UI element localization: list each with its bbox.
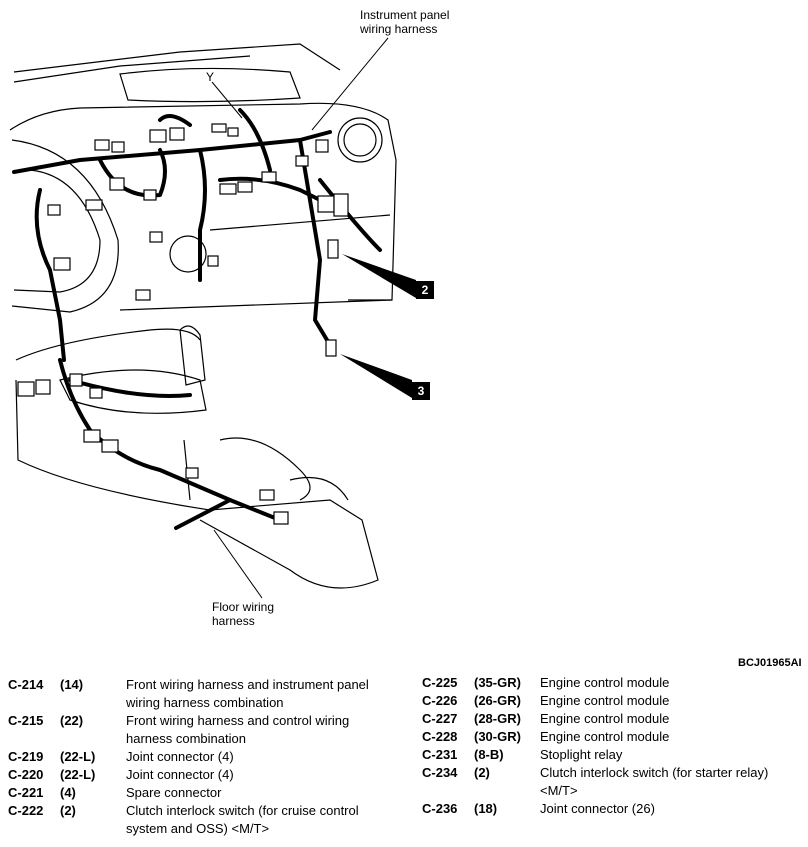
table-row: C-225 (35-GR) Engine control module: [422, 674, 780, 692]
connector-description: Engine control module: [540, 675, 670, 690]
callout-2: 2: [416, 281, 434, 299]
connector-table-left: C-214 (14) Front wiring harness and instru…: [8, 676, 381, 838]
pin-count: (30-GR): [474, 729, 521, 744]
table-row: C-215 (22) Front wiring harness and contro…: [8, 712, 381, 748]
y-marker-label: Y: [206, 70, 215, 84]
pin-count: (8-B): [474, 747, 504, 762]
wiring-diagram: [9, 37, 416, 599]
connector-description: Spare connector: [126, 785, 222, 800]
pin-count: (2): [60, 803, 76, 818]
table-row: C-227 (28-GR) Engine control module: [422, 710, 780, 728]
pin-count: (22): [60, 713, 84, 728]
connector-description: Joint connector (4): [126, 749, 234, 764]
connector-code: C-222: [8, 803, 44, 818]
pin-count: (18): [474, 801, 498, 816]
table-row: C-222 (2) Clutch interlock switch (for cru…: [8, 802, 381, 838]
connector-code: C-226: [422, 693, 458, 708]
connector-description: Engine control module: [540, 693, 670, 708]
connector-code: C-236: [422, 801, 458, 816]
connector-code: C-231: [422, 747, 458, 762]
connector-description: Front wiring harness and control wiring …: [126, 713, 350, 746]
connector-code: C-227: [422, 711, 458, 726]
connector-table-right: C-225 (35-GR) Engine control module C-226 (…: [422, 674, 780, 818]
table-row: C-221 (4) Spare connector: [8, 784, 381, 802]
callout-3: 3: [412, 382, 430, 400]
connector-code: C-225: [422, 675, 458, 690]
wiring-harness: [12, 108, 382, 530]
connectors: [17, 123, 349, 525]
table-row: C-231 (8-B) Stoplight relay: [422, 746, 780, 764]
connector-description: Clutch interlock switch (for starter rel…: [540, 765, 769, 798]
table-row: C-226 (26-GR) Engine control module: [422, 692, 780, 710]
connector-code: C-234: [422, 765, 458, 780]
connector-code: C-228: [422, 729, 458, 744]
callout-pointers: [340, 254, 416, 398]
connector-description: Front wiring harness and instrument pane…: [126, 677, 369, 710]
floor-harness-label: Floor wiring harness: [212, 600, 275, 628]
connector-description: Joint connector (26): [540, 801, 655, 816]
connector-code: C-219: [8, 749, 44, 764]
pin-count: (35-GR): [474, 675, 521, 690]
connector-description: Joint connector (4): [126, 767, 234, 782]
connector-code: C-215: [8, 713, 44, 728]
connector-description: Clutch interlock switch (for cruise cont…: [126, 803, 359, 836]
connector-code: C-220: [8, 767, 44, 782]
dashboard-outline: [9, 43, 397, 589]
table-row: C-228 (30-GR) Engine control module: [422, 728, 780, 746]
figure-code: BCJ01965AI: [738, 657, 802, 669]
instrument-panel-harness-label: Instrument panel wiring harness: [360, 8, 450, 36]
connector-code: C-214: [8, 677, 44, 692]
table-row: C-234 (2) Clutch interlock switch (for sta…: [422, 764, 780, 800]
pin-count: (22-L): [60, 767, 96, 782]
connector-description: Engine control module: [540, 711, 670, 726]
pin-count: (28-GR): [474, 711, 521, 726]
table-row: C-220 (22-L) Joint connector (4): [8, 766, 381, 784]
connector-code: C-221: [8, 785, 44, 800]
connector-description: Stoplight relay: [540, 747, 623, 762]
table-row: C-236 (18) Joint connector (26): [422, 800, 780, 818]
pin-count: (2): [474, 765, 490, 780]
table-row: C-214 (14) Front wiring harness and instru…: [8, 676, 381, 712]
table-row: C-219 (22-L) Joint connector (4): [8, 748, 381, 766]
leader-lines: [211, 37, 389, 599]
pin-count: (14): [60, 677, 84, 692]
pin-count: (26-GR): [474, 693, 521, 708]
connector-description: Engine control module: [540, 729, 670, 744]
pin-count: (22-L): [60, 749, 96, 764]
pin-count: (4): [60, 785, 76, 800]
